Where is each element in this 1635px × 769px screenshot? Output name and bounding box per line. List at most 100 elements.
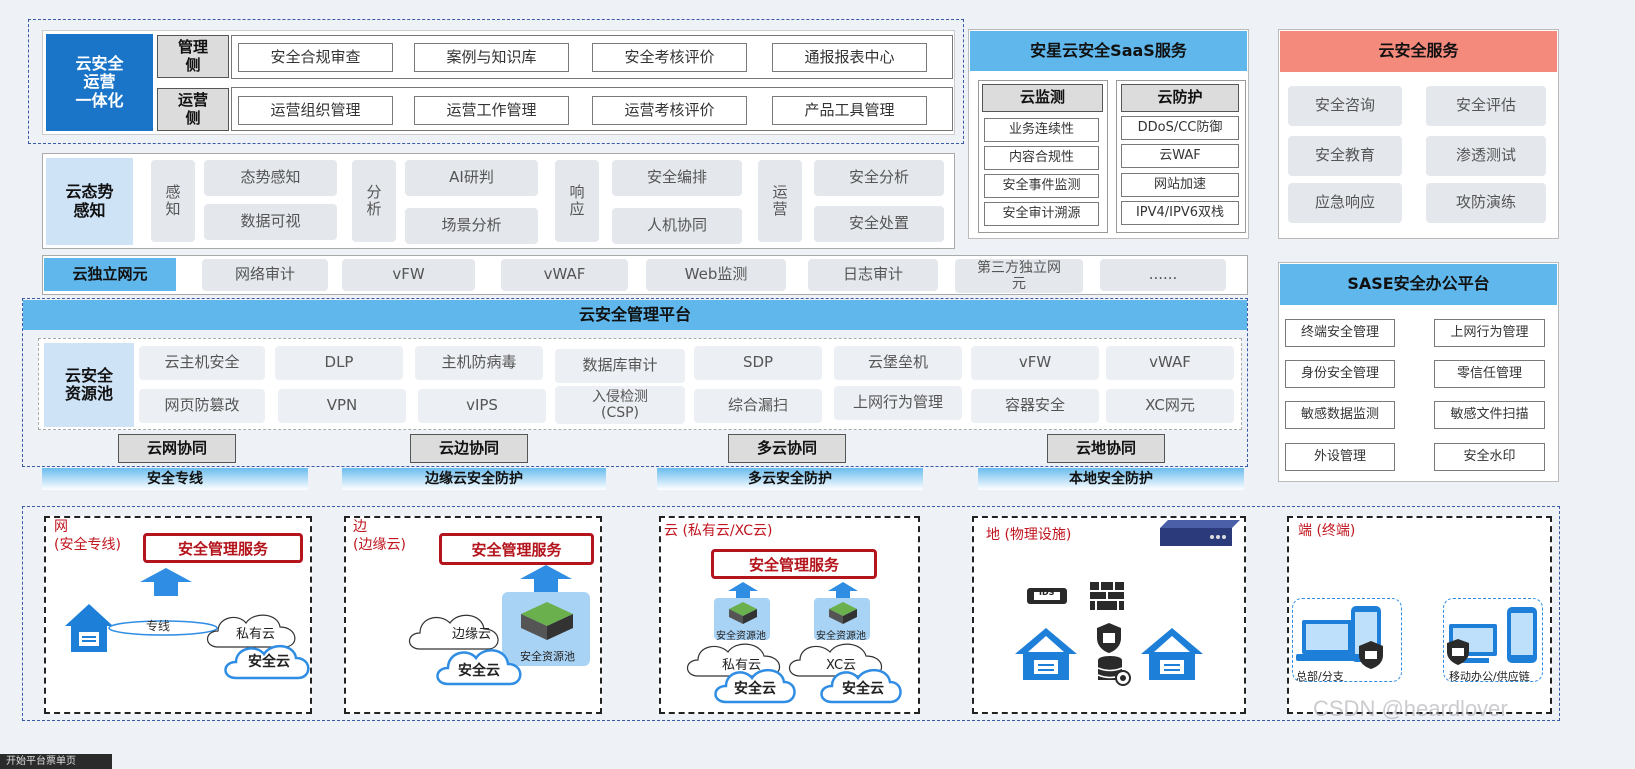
scene-edge-service: 安全管理服务 [439, 533, 594, 565]
shield-icon [1359, 641, 1383, 669]
pool-item: 综合漏扫 [694, 389, 822, 423]
collab-edge: 云边协同 [410, 434, 528, 463]
mgmt-side-label: 管理 侧 [157, 35, 229, 78]
group-label: 分 析 [352, 160, 396, 242]
scene-ground-title: 地 (物理设施) [986, 527, 1072, 543]
cloud-icon [206, 614, 296, 648]
sense-item: 态势感知 [204, 160, 337, 196]
footer-tab[interactable]: 开始平台票单页 [0, 754, 112, 769]
cloud-icon [788, 643, 883, 677]
pool-item: 入侵检测 (CSP) [555, 386, 685, 424]
pool-item: vIPS [418, 389, 546, 423]
monitor-panel [978, 80, 1108, 233]
scene-net-line-label: 专线 [146, 619, 171, 633]
scenes-frame [22, 506, 1560, 721]
watermark: CSDN @heardlover [1313, 696, 1508, 721]
protect-title: 云防护 [1121, 84, 1239, 112]
up-arrow-icon [520, 565, 572, 595]
pool-item: DLP [275, 346, 403, 380]
scene-edge-pool-label: 安全资源池 [520, 650, 575, 663]
laptop-icon [1296, 620, 1358, 661]
group-label: 响 应 [555, 160, 599, 242]
pool-item: XC网元 [1106, 389, 1234, 423]
band-dedicated-line: 安全专线 [42, 468, 308, 490]
service-title: 云安全服务 [1280, 31, 1557, 72]
scene-cloud-safe2-label: 安全云 [842, 681, 884, 697]
nfe-item: 第三方独立网 元 [955, 259, 1083, 293]
pool-item: 云主机安全 [139, 346, 265, 380]
ids-icon [1027, 588, 1067, 604]
scene-cloud-private-label: 私有云 [722, 658, 762, 673]
platform-frame [22, 298, 1248, 467]
scene-edge-title: 边 (边缘云) [353, 519, 406, 554]
scene-end-mobile-label: 移动办公/供应链 [1449, 670, 1530, 683]
database-icon [1097, 656, 1131, 686]
collab-ground: 云地协同 [1047, 434, 1165, 463]
protect-item: 云WAF [1121, 144, 1239, 168]
nfe-item: vWAF [501, 259, 628, 291]
phone-icon [1507, 607, 1537, 663]
collab-net: 云网协同 [118, 434, 236, 463]
ops-item: 运营工作管理 [414, 96, 569, 125]
sense-item: 数据可视 [204, 204, 337, 240]
respond-item: 安全编排 [612, 160, 742, 196]
service-item: 应急响应 [1288, 183, 1402, 223]
sase-item: 上网行为管理 [1434, 319, 1545, 347]
sase-item: 安全水印 [1434, 443, 1545, 471]
pool-item: 云堡垒机 [834, 346, 962, 380]
situation-title: 云态势 感知 [46, 158, 133, 245]
scene-cloud-service: 安全管理服务 [711, 549, 877, 579]
shield-icon [1097, 623, 1121, 653]
scene-ground [972, 516, 1246, 714]
pool-item: vFW [971, 346, 1099, 380]
pool-item: 网页防篡改 [139, 389, 265, 423]
up-arrow-icon [728, 582, 758, 600]
sase-item: 零信任管理 [1434, 360, 1545, 388]
scene-cloud-pool2-label: 安全资源池 [816, 631, 866, 642]
scene-net-title: 网 (安全专线) [54, 519, 121, 554]
mgmt-item: 案例与知识库 [414, 43, 569, 72]
saas-title: 安星云安全SaaS服务 [970, 31, 1247, 71]
operate-item: 安全处置 [814, 206, 944, 242]
house-icon [1141, 628, 1203, 680]
service-item: 安全教育 [1288, 136, 1402, 176]
mgmt-item: 安全合规审查 [238, 43, 393, 72]
ops-side-label: 运营 侧 [157, 88, 229, 131]
scene-edge-safe-label: 安全云 [458, 663, 500, 679]
server-stack-icon [521, 602, 573, 640]
cloud-icon [820, 669, 902, 704]
sase-item: 终端安全管理 [1285, 319, 1395, 347]
ops-item: 产品工具管理 [772, 96, 927, 125]
monitor-item: 安全事件监测 [984, 174, 1099, 198]
cloud-icon [224, 645, 310, 680]
pool-item: 容器安全 [971, 389, 1099, 423]
band-edge: 边缘云安全防护 [342, 468, 606, 490]
ops-item: 运营考核评价 [592, 96, 747, 125]
nfe-item: 日志审计 [808, 259, 938, 291]
respond-item: 人机协同 [612, 208, 742, 244]
hq-device-group [1292, 598, 1402, 682]
network-appliance-icon [1160, 520, 1240, 546]
band-local: 本地安全防护 [978, 468, 1244, 490]
monitor-item: 业务连续性 [984, 118, 1099, 142]
monitor-item: 安全审计溯源 [984, 202, 1099, 226]
scene-cloud-xc-label: XC云 [826, 658, 857, 673]
pool-item: VPN [278, 389, 406, 423]
up-arrow-icon [828, 582, 858, 600]
dedicated-line-icon [108, 620, 218, 636]
collab-multi: 多云协同 [728, 434, 846, 463]
sase-item: 敏感数据监测 [1285, 401, 1395, 429]
house-icon [65, 604, 113, 652]
scene-cloud-pool1-label: 安全资源池 [716, 631, 766, 642]
service-item: 安全评估 [1426, 86, 1546, 126]
sase-item: 外设管理 [1285, 443, 1395, 471]
protect-item: DDoS/CC防御 [1121, 116, 1239, 140]
protect-item: 网站加速 [1121, 173, 1239, 197]
scene-net-safe-label: 安全云 [248, 654, 290, 670]
scene-edge-edge-label: 边缘云 [452, 627, 492, 642]
server-stack-icon [729, 602, 757, 624]
mgmt-item: 通报报表中心 [772, 43, 927, 72]
scene-cloud-title: 云 (私有云/XC云) [664, 523, 773, 539]
cloud-icon [714, 669, 796, 704]
band-multi: 多云安全防护 [657, 468, 923, 490]
